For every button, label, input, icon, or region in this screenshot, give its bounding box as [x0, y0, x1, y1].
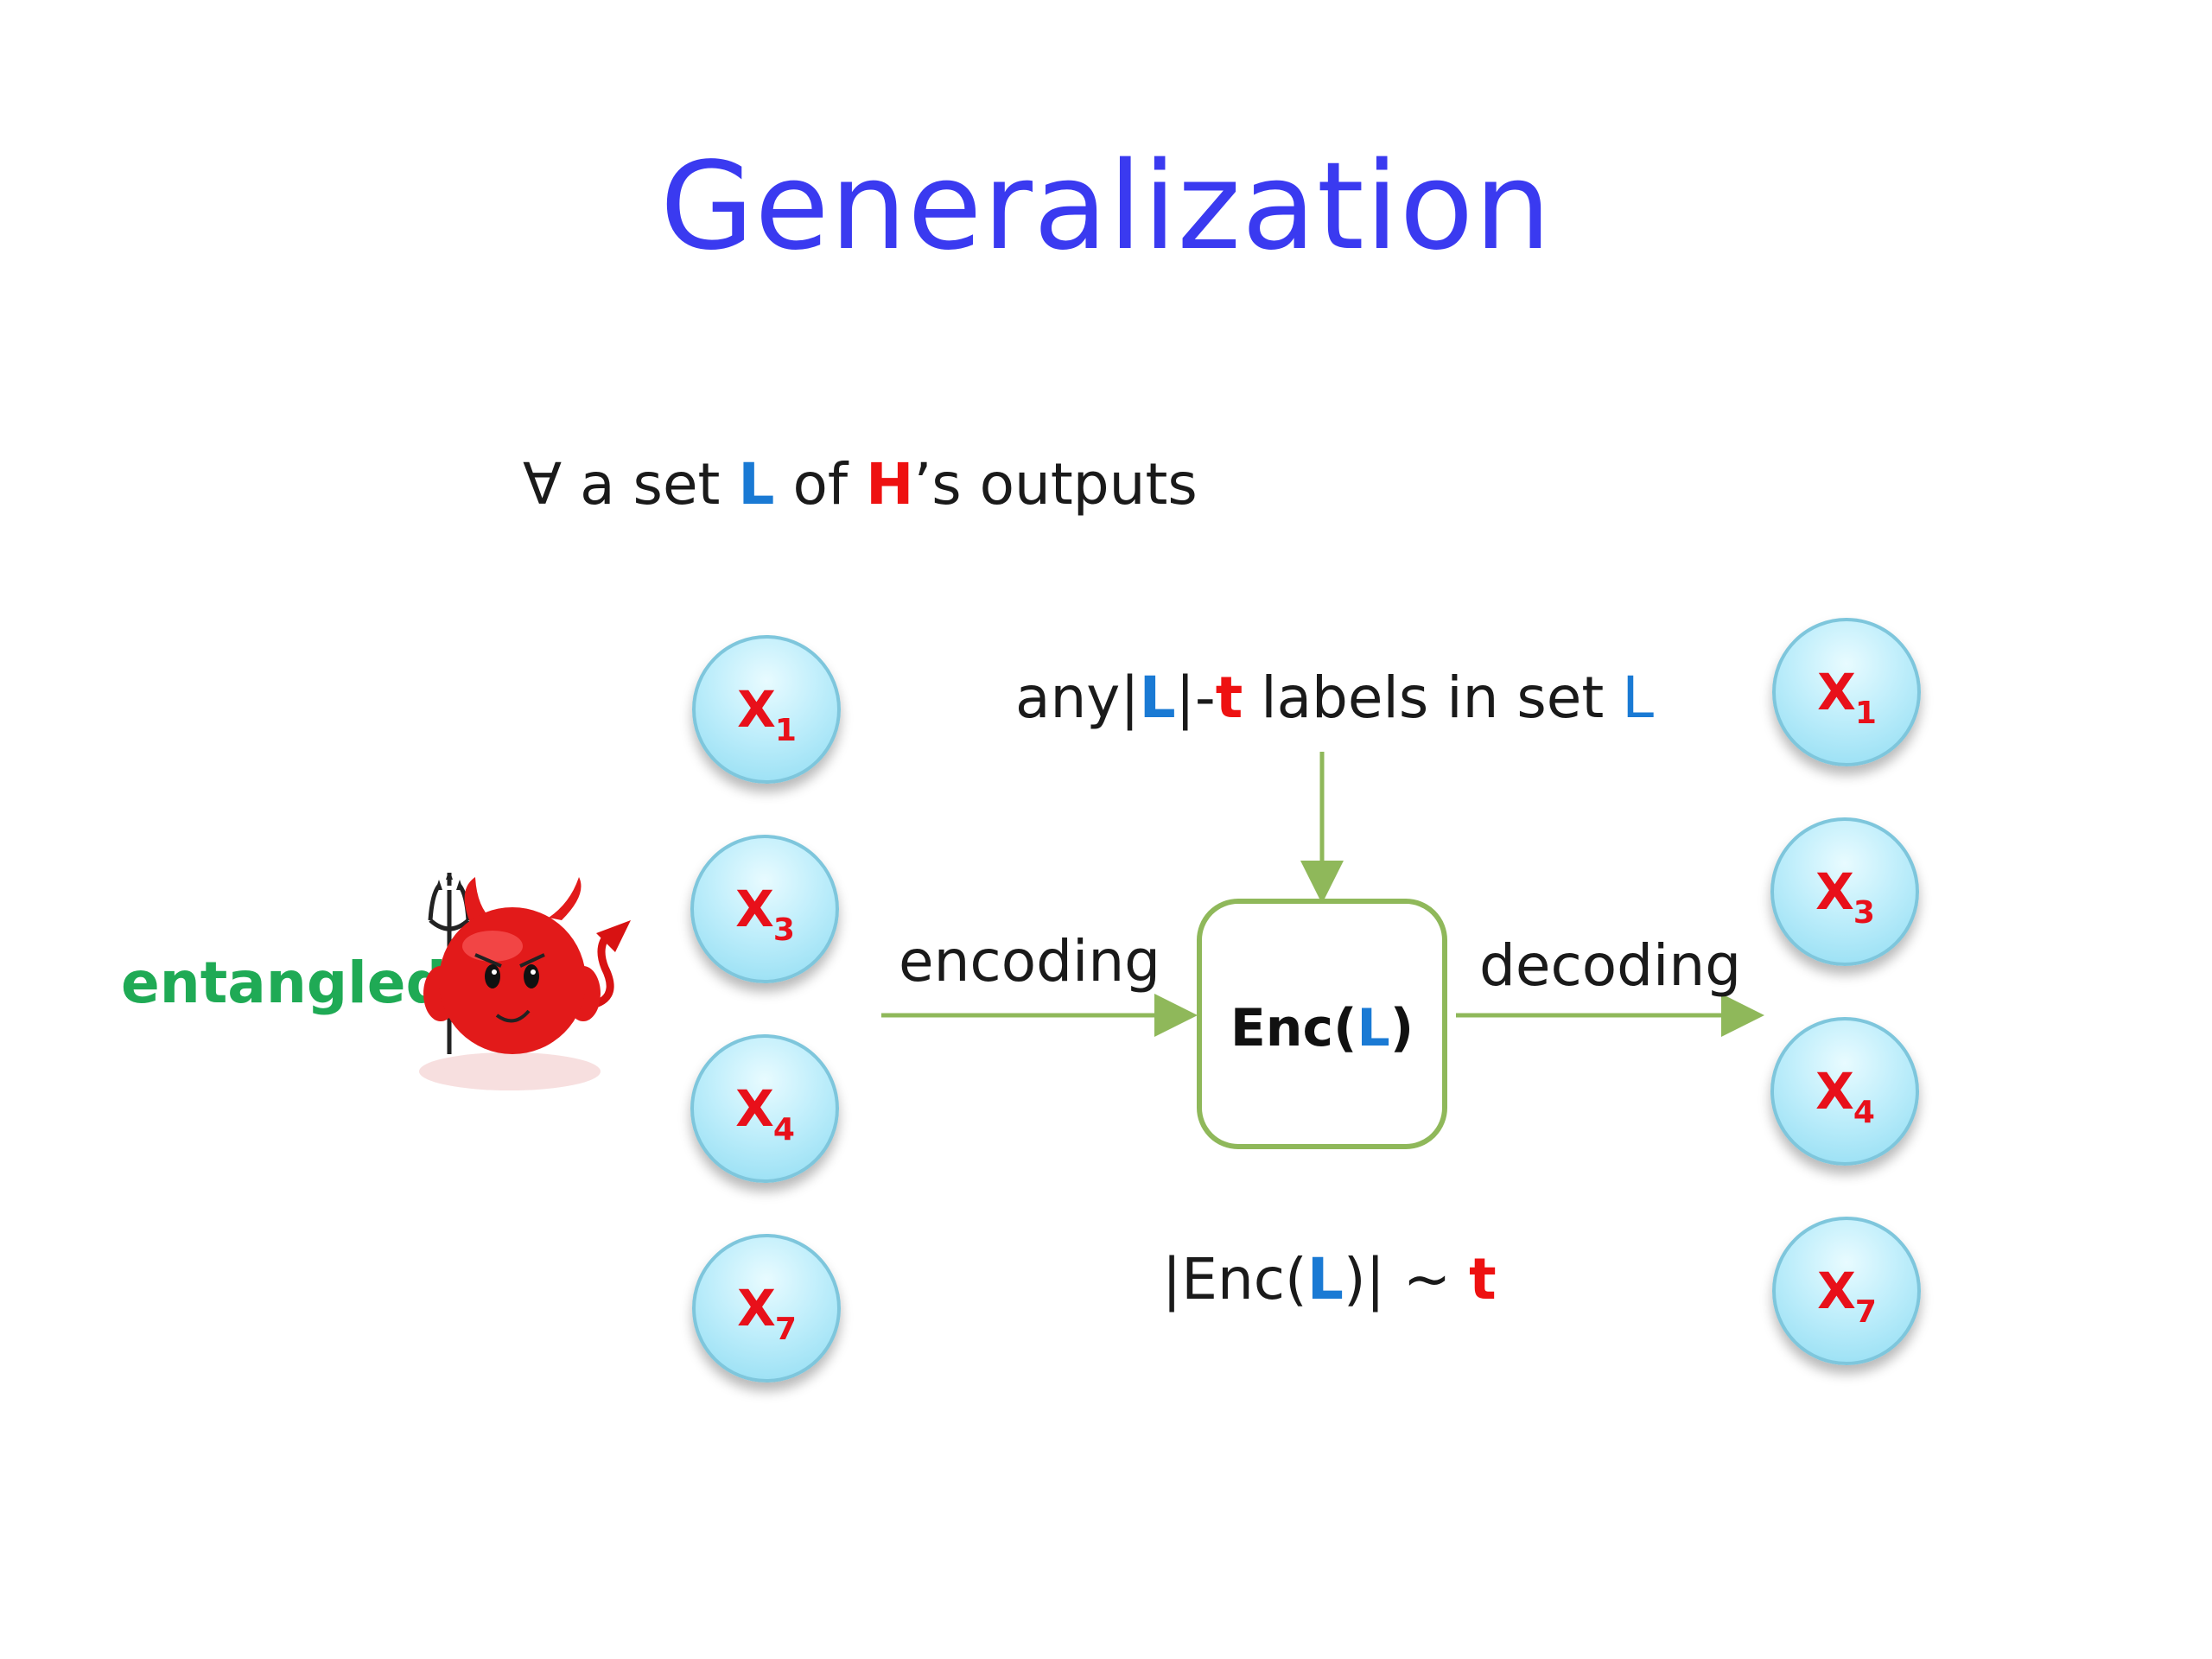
node-label: X7 — [1817, 1266, 1877, 1328]
labels-part1: any| — [1015, 664, 1140, 731]
node-base: X — [1817, 663, 1856, 721]
statement-part2: of — [774, 451, 867, 518]
node-sub: 4 — [772, 1112, 795, 1147]
left-node-x4: X4 — [690, 1034, 839, 1183]
size-prefix: |Enc( — [1162, 1246, 1307, 1313]
size-middle: )| ~ — [1343, 1246, 1470, 1313]
node-base: X — [1815, 1062, 1854, 1121]
encoder-label: Enc(L) — [1197, 1002, 1447, 1054]
forall-symbol: ∀ — [523, 451, 563, 518]
right-node-x4: X4 — [1770, 1017, 1919, 1166]
enc-prefix: Enc( — [1230, 998, 1357, 1058]
left-node-x1: X1 — [692, 635, 841, 784]
node-label: X7 — [737, 1283, 797, 1345]
right-node-x3: X3 — [1770, 817, 1919, 966]
left-node-x3: X3 — [690, 835, 839, 983]
node-sub: 3 — [772, 912, 795, 948]
node-label: X1 — [737, 684, 797, 747]
node-base: X — [735, 880, 774, 938]
entangled-label: entangled — [121, 950, 447, 1016]
labels-set-text: any|L|-t labels in set L — [1015, 670, 1654, 727]
labels-part3: labels in set — [1243, 664, 1623, 731]
statement-part1: a set — [562, 451, 739, 518]
node-sub: 3 — [1853, 895, 1875, 931]
enc-L: L — [1357, 998, 1390, 1058]
node-base: X — [737, 680, 776, 739]
statement-part3: ’s outputs — [913, 451, 1198, 518]
encoder-box — [1197, 899, 1447, 1149]
node-base: X — [1817, 1262, 1856, 1320]
left-node-x7: X7 — [692, 1234, 841, 1382]
node-label: X3 — [735, 884, 795, 946]
labels-L2: L — [1622, 664, 1655, 731]
page-title: Generalization — [659, 137, 1553, 277]
node-sub: 4 — [1853, 1095, 1875, 1130]
right-node-x1: X1 — [1772, 618, 1921, 766]
statement-H: H — [866, 451, 914, 518]
node-label: X3 — [1815, 867, 1875, 929]
right-node-x7: X7 — [1772, 1217, 1921, 1365]
size-L: L — [1306, 1246, 1344, 1313]
labels-L1: L — [1139, 664, 1176, 731]
node-label: X1 — [1817, 667, 1877, 729]
node-label: X4 — [735, 1084, 795, 1146]
encoding-label: encoding — [899, 928, 1161, 995]
size-t: t — [1469, 1246, 1497, 1313]
node-label: X4 — [1815, 1066, 1875, 1128]
decoding-label: decoding — [1479, 932, 1742, 999]
node-sub: 1 — [1854, 696, 1877, 731]
encoding-size-label: |Enc(L)| ~ t — [1162, 1251, 1497, 1308]
statement-L: L — [738, 451, 775, 518]
node-base: X — [1815, 862, 1854, 921]
node-sub: 7 — [774, 1312, 797, 1347]
node-sub: 7 — [1854, 1294, 1877, 1330]
node-base: X — [737, 1279, 776, 1338]
labels-t: t — [1215, 664, 1243, 731]
statement-text: ∀ a set L of H’s outputs — [523, 456, 1198, 513]
devil-icon — [419, 873, 631, 1090]
node-sub: 1 — [774, 713, 797, 748]
labels-part2: |- — [1175, 664, 1216, 731]
enc-suffix: ) — [1389, 998, 1414, 1058]
node-base: X — [735, 1079, 774, 1138]
